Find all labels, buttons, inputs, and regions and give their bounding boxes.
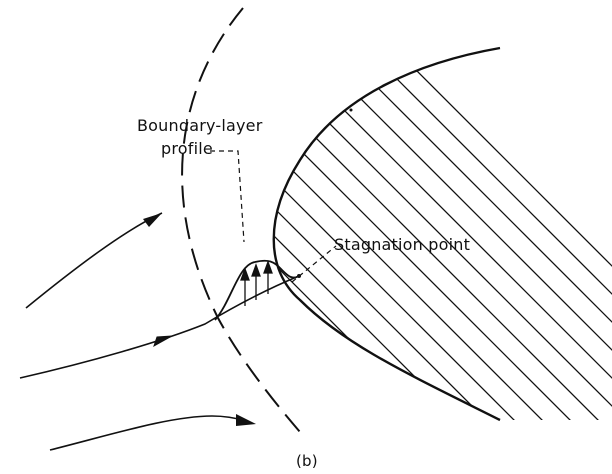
velocity-arrow-icon xyxy=(240,267,250,281)
boundary-layer-profile-curve xyxy=(214,259,300,321)
stagnation-point-marker xyxy=(297,274,301,278)
velocity-arrows xyxy=(240,260,273,306)
body-outline xyxy=(272,46,501,422)
streamline-arrowhead-icon xyxy=(236,414,256,426)
profile-label: profile xyxy=(161,139,213,158)
stagnation-streamline xyxy=(19,275,300,379)
streamline-arrowhead-icon xyxy=(143,213,162,227)
figure-caption: (b) xyxy=(296,452,318,470)
velocity-arrow-icon xyxy=(263,260,273,274)
upper-streamline xyxy=(25,212,163,309)
lower-streamline xyxy=(49,415,247,451)
stagnation-point-label: Stagnation point xyxy=(334,235,471,254)
body-hatching xyxy=(273,48,612,420)
dashed-outer-boundary xyxy=(181,7,301,433)
hatched-body xyxy=(272,46,612,422)
streamline-arrowhead-icon xyxy=(153,335,173,348)
body-dot xyxy=(349,108,353,112)
boundary-layer-leader-line xyxy=(210,150,245,243)
velocity-arrow-icon xyxy=(251,263,261,277)
boundary-layer-label: Boundary-layer xyxy=(137,116,263,135)
